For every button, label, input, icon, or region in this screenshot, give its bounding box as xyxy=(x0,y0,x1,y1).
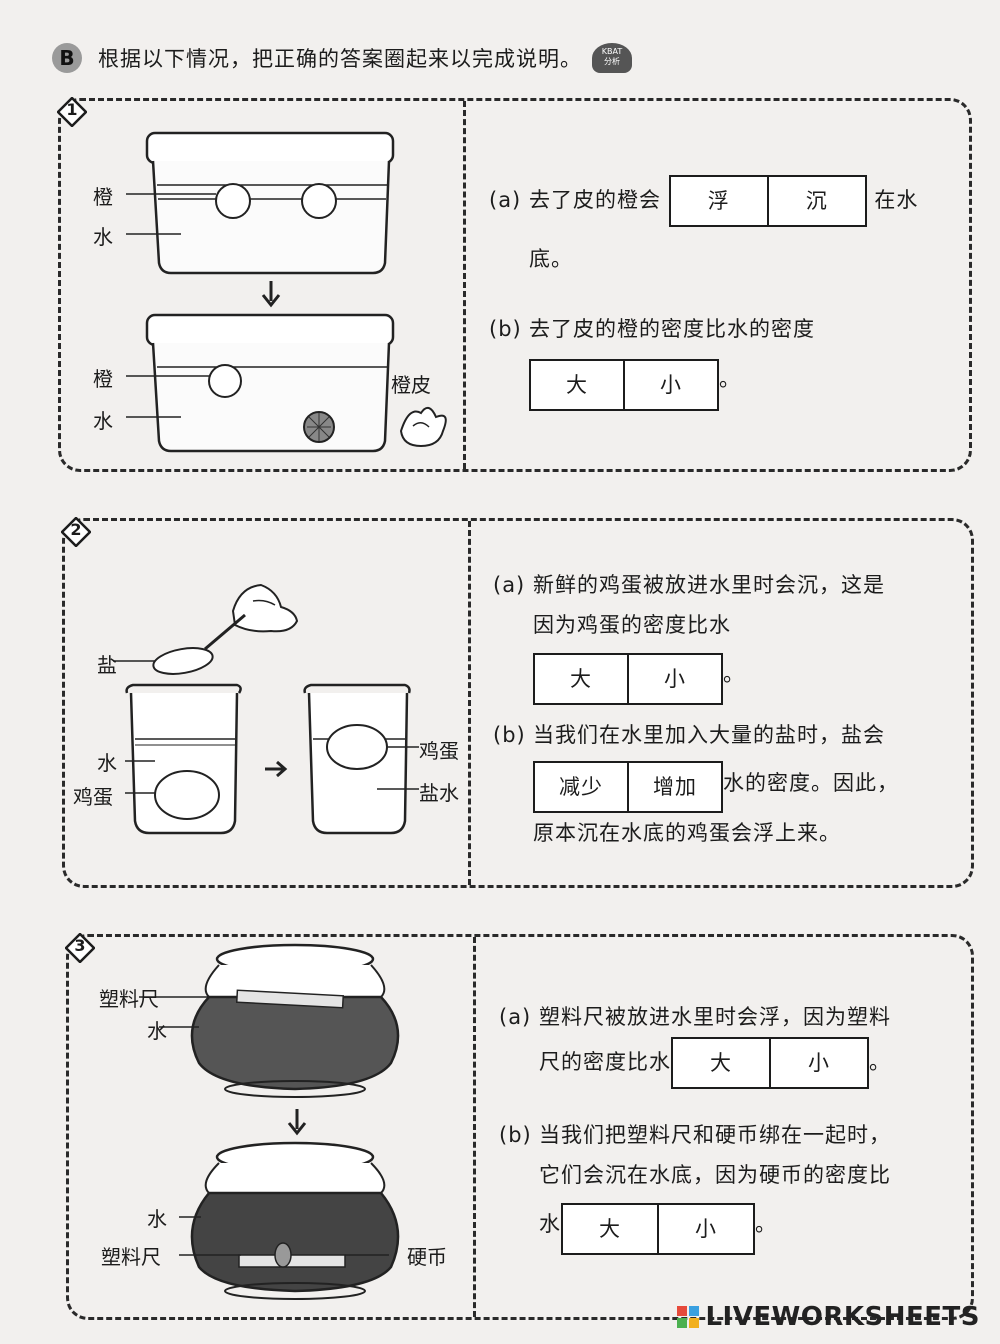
question-number-1: 1 xyxy=(57,97,87,127)
label-egg-right: 鸡蛋 xyxy=(419,739,459,763)
section-header: B 根据以下情况，把正确的答案圈起来以完成说明。 KBAT 分析 xyxy=(52,38,632,78)
orange-tank-illustration xyxy=(126,131,447,453)
label-water-bottom: 水 xyxy=(147,1207,167,1231)
answer-box-3b: 大 小 xyxy=(561,1203,755,1255)
instruction-text: 根据以下情况，把正确的答案圈起来以完成说明。 xyxy=(98,47,582,71)
option-decrease[interactable]: 减少 xyxy=(559,775,603,799)
option-sink[interactable]: 沉 xyxy=(766,177,865,225)
label-water-top: 水 xyxy=(147,1019,167,1043)
label-salt: 盐 xyxy=(97,653,117,677)
label-coin: 硬币 xyxy=(407,1245,447,1269)
option-smaller[interactable]: 小 xyxy=(657,1205,753,1253)
option-greater[interactable]: 大 xyxy=(599,1217,621,1241)
label-ruler-bottom: 塑料尺 xyxy=(101,1245,161,1269)
question-3b: (b)当我们把塑料尺和硬币绑在一起时， 它们会沉在水底，因为硬币的密度比 水 大… xyxy=(499,1115,969,1255)
option-increase[interactable]: 增加 xyxy=(627,763,721,811)
question-1a: (a)去了皮的橙会 浮 沉 在水 底。 xyxy=(489,175,959,291)
answer-box-2b: 减少 增加 xyxy=(533,761,723,813)
label-orange-top: 橙 xyxy=(93,185,113,209)
label-water-bottom: 水 xyxy=(93,409,113,433)
answer-box-3a: 大 小 xyxy=(671,1037,869,1089)
question-1b: (b)去了皮的橙的密度比水的密度 大 小 。 xyxy=(489,309,959,411)
answer-box-1b: 大 小 xyxy=(529,359,719,411)
label-ruler-top: 塑料尺 xyxy=(99,987,159,1011)
question-panel-1: 1 橙 水 橙 水 橙皮 (a)去了皮的橙会 浮 沉 在水 xyxy=(57,97,972,472)
option-smaller[interactable]: 小 xyxy=(623,361,717,409)
label-peel: 橙皮 xyxy=(391,373,431,397)
option-smaller[interactable]: 小 xyxy=(627,655,721,703)
kbat-icon: KBAT 分析 xyxy=(592,43,632,73)
section-badge: B xyxy=(52,43,82,73)
question-3a: (a)塑料尺被放进水里时会浮，因为塑料 尺的密度比水 大 小 。 xyxy=(499,997,969,1089)
answer-box-1a: 浮 沉 xyxy=(668,175,867,227)
label-water: 水 xyxy=(97,751,117,775)
question-panel-2: 2 盐 水 鸡蛋 鸡蛋 盐水 (a)新鲜的鸡蛋被放进水里时会沉，这是 因为鸡蛋的… xyxy=(61,517,974,888)
ruler-jar-illustration xyxy=(139,943,400,1300)
option-float[interactable]: 浮 xyxy=(707,189,730,213)
label-saltwater: 盐水 xyxy=(419,781,459,805)
option-greater[interactable]: 大 xyxy=(566,373,588,397)
label-water-top: 水 xyxy=(93,225,113,249)
question-2b: (b)当我们在水里加入大量的盐时，盐会 减少 增加 水的密度。因此， 原本沉在水… xyxy=(493,723,899,845)
liveworksheets-watermark: LIVEWORKSHEETS xyxy=(677,1302,980,1332)
option-greater[interactable]: 大 xyxy=(710,1051,732,1075)
option-greater[interactable]: 大 xyxy=(570,667,592,691)
question-number-3: 3 xyxy=(65,933,95,963)
egg-beaker-illustration xyxy=(113,583,419,835)
question-number-2: 2 xyxy=(61,517,91,547)
question-2a: (a)新鲜的鸡蛋被放进水里时会沉，这是 因为鸡蛋的密度比水 大 小 。 xyxy=(493,565,963,705)
label-orange-bottom: 橙 xyxy=(93,367,113,391)
liveworksheets-logo-icon xyxy=(677,1306,700,1328)
question-panel-3: 3 塑料尺 水 水 塑料尺 硬币 (a)塑料尺被放进水里时会浮，因为塑料 尺的密… xyxy=(65,933,974,1320)
answer-box-2a: 大 小 xyxy=(533,653,723,705)
label-egg-left: 鸡蛋 xyxy=(73,785,113,809)
option-smaller[interactable]: 小 xyxy=(769,1039,867,1087)
